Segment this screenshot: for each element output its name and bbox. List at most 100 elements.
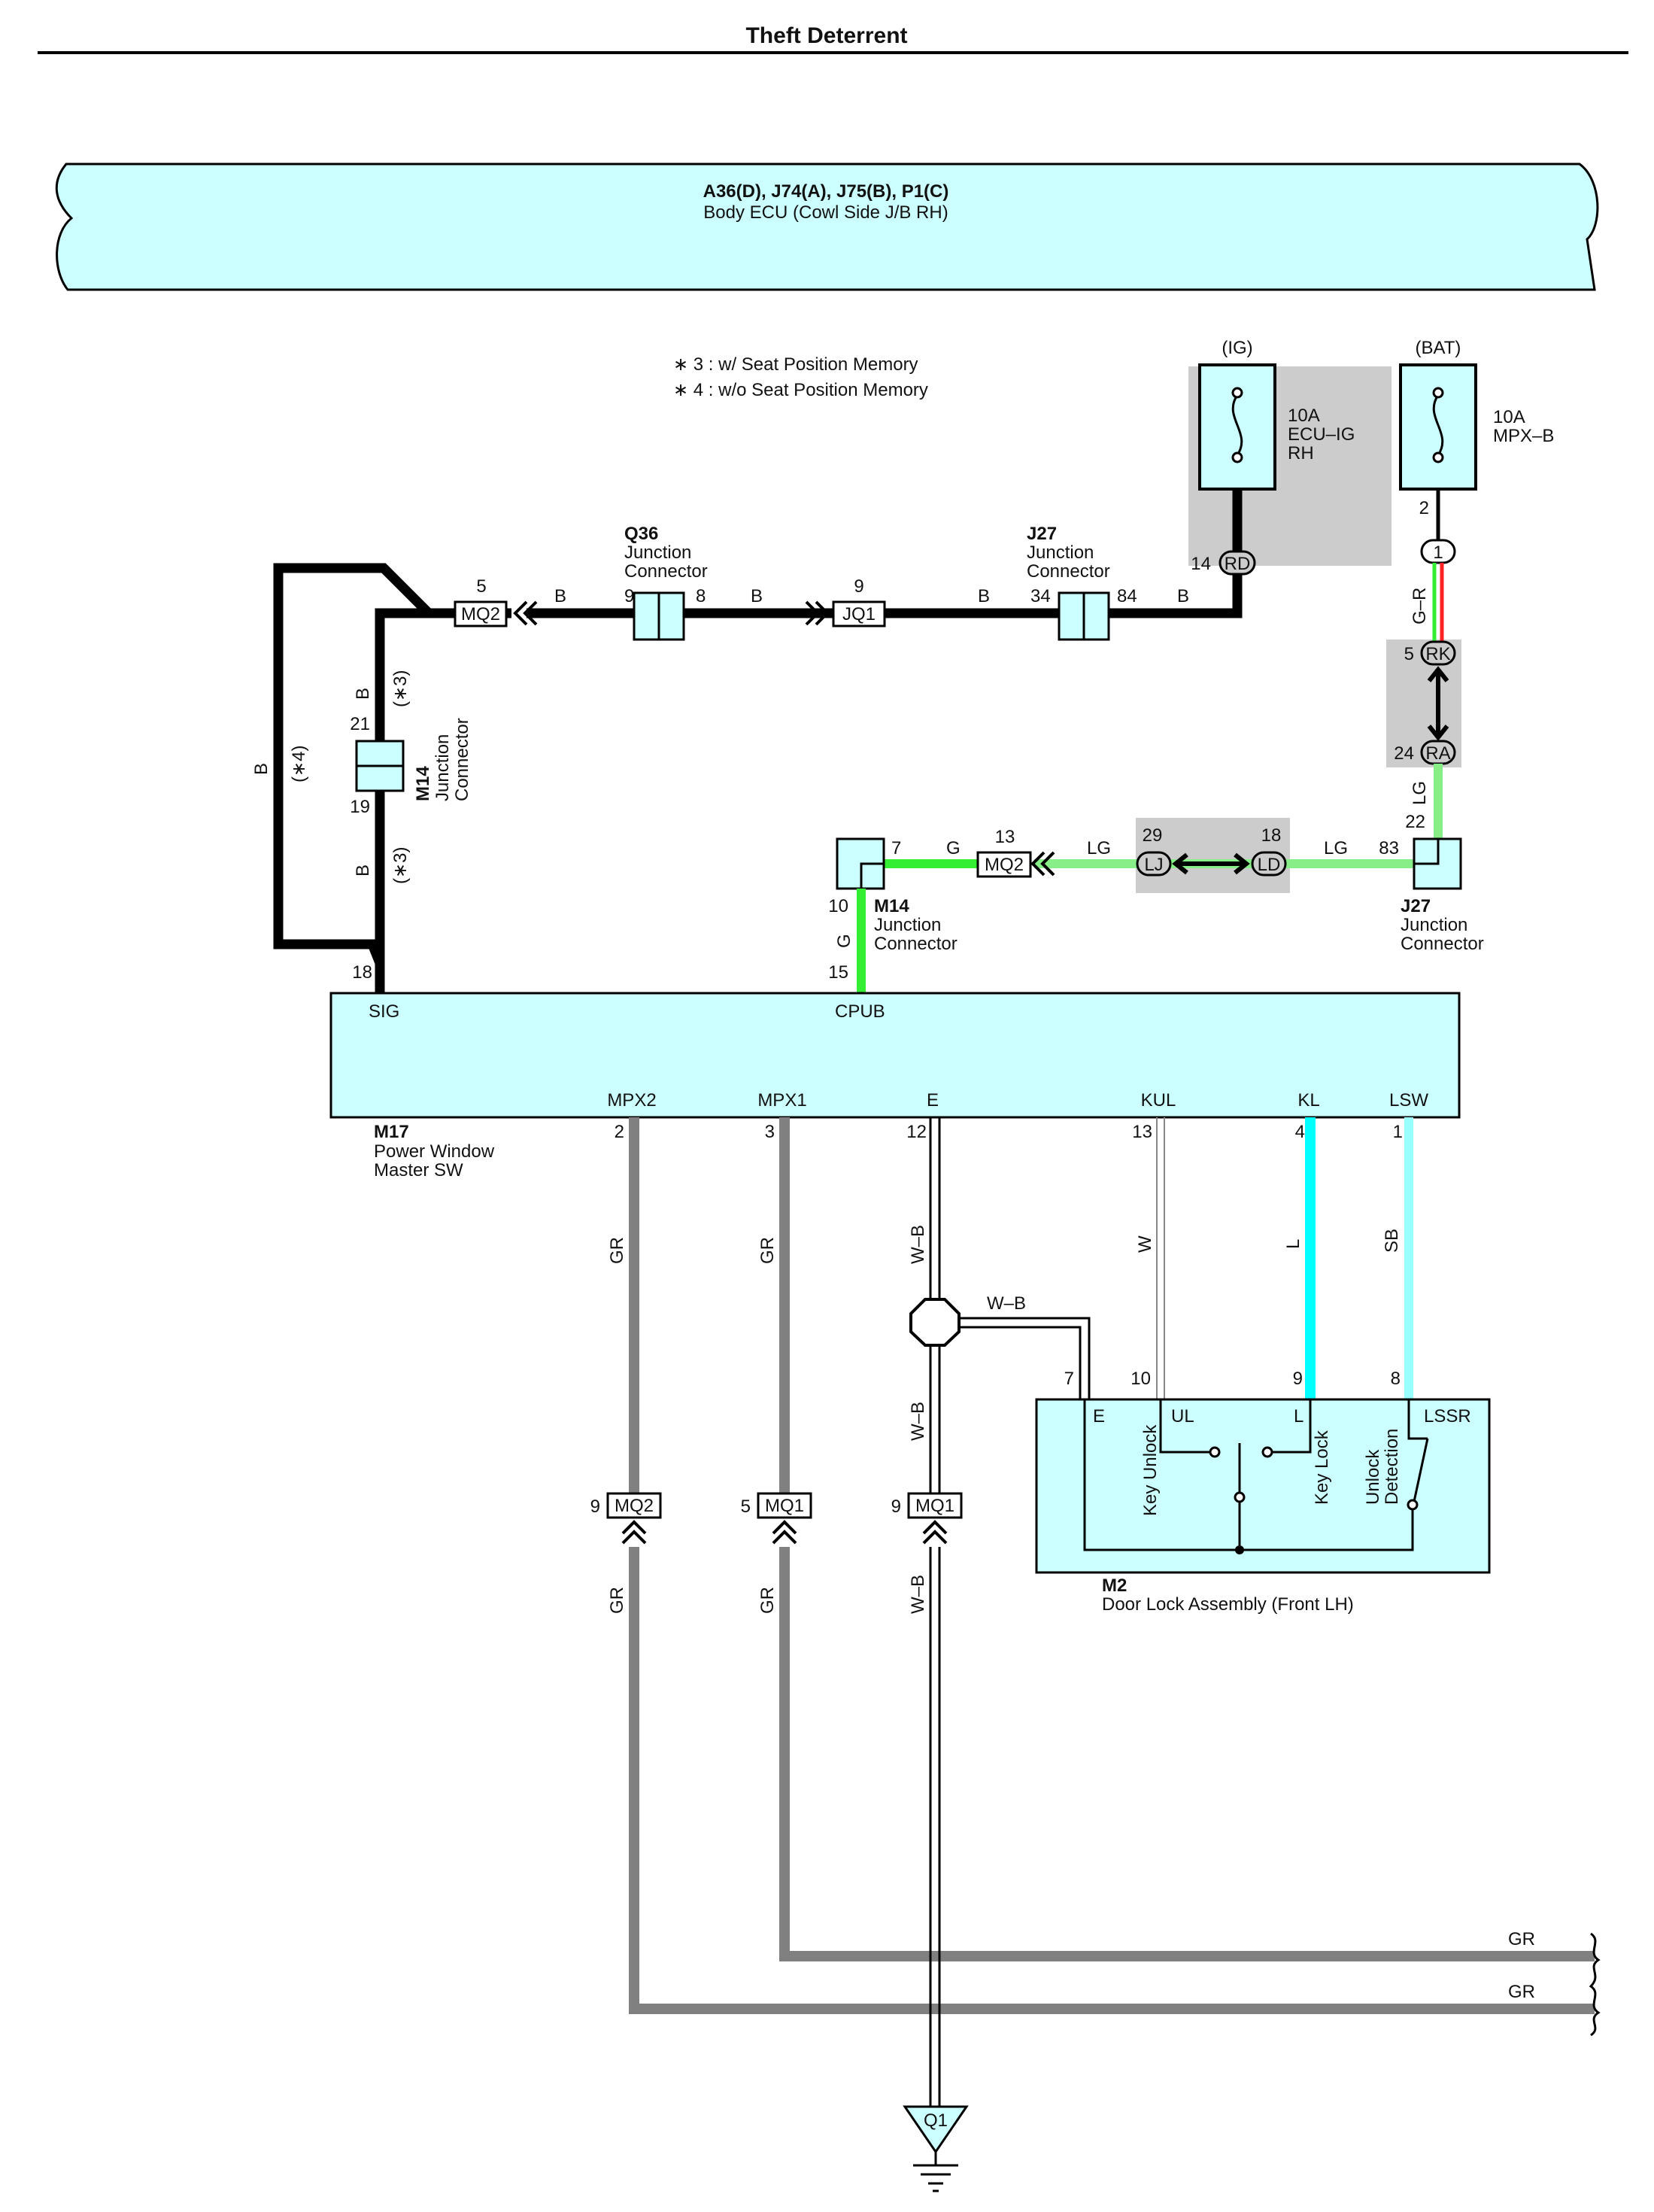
ground-q1-label: Q1	[924, 2110, 948, 2131]
m2-l-label: L	[1294, 1406, 1303, 1427]
j27-mid-pin-top: 22	[1405, 812, 1425, 832]
wire-l-label: L	[1283, 1239, 1303, 1249]
wire-gr-out-1: GR	[1508, 1929, 1535, 1949]
m14-left-id: M14	[413, 766, 433, 801]
fuse-ig-amp: 10A	[1288, 406, 1320, 426]
fuse-ig-icon	[1231, 394, 1243, 456]
wire-gr-mpx2-label: GR	[607, 1237, 627, 1264]
conn-jq1-label: JQ1	[842, 604, 876, 624]
chevron-right-icon	[805, 600, 830, 626]
m2-lssr-pin: 8	[1391, 1369, 1401, 1389]
q36-pin-in: 9	[624, 586, 634, 606]
m17-mpx1-label: MPX1	[757, 1090, 806, 1111]
wire-gr-group	[629, 1117, 1595, 2014]
conn-rd-label: RD	[1225, 554, 1251, 574]
m17-mpx2-label: MPX2	[607, 1090, 656, 1111]
m2-l-pin: 9	[1293, 1369, 1303, 1389]
wire-g-label: G	[946, 838, 961, 858]
fuse-bat-pin: 2	[1419, 498, 1429, 518]
wire-b-outer: B	[251, 763, 272, 775]
m2-detection-label: Detection	[1382, 1429, 1402, 1505]
fuse-ig-name2: RH	[1288, 443, 1314, 463]
m17-lsw-label: LSW	[1389, 1090, 1428, 1111]
jq1-pin: 9	[854, 576, 863, 597]
m17-cpub-pin: 15	[828, 962, 848, 983]
m2-key-lock-label: Key Lock	[1312, 1430, 1332, 1505]
mq2-mid-pin: 13	[995, 827, 1015, 847]
wire-b-label-4: B	[1177, 586, 1189, 606]
fuse-ig-name1: ECU–IG	[1288, 424, 1355, 445]
m17-kl-label: KL	[1297, 1090, 1319, 1111]
m14-left-l2: Connector	[452, 718, 472, 801]
conn-ld-label: LD	[1258, 855, 1281, 875]
conn-jq1	[832, 600, 886, 627]
m17-kl-pin: 4	[1295, 1122, 1305, 1142]
double-arrow-h-icon	[1172, 852, 1250, 875]
m17-e-pin: 12	[906, 1122, 927, 1142]
body-ecu-name: Body ECU (Cowl Side J/B RH)	[703, 202, 948, 223]
m2-id: M2	[1102, 1575, 1127, 1596]
conn-ld-pin: 18	[1261, 825, 1282, 846]
m14-left-pin-bot: 19	[350, 797, 370, 817]
wire-break-icon	[1589, 1932, 1601, 2037]
m2-ul-pin: 10	[1130, 1369, 1151, 1389]
body-ecu-connectors: A36(D), J74(A), J75(B), P1(C)	[703, 181, 949, 202]
mark3-top: (∗3)	[390, 670, 411, 707]
m2-unlock-label: Unlock	[1363, 1449, 1383, 1505]
m17-sig-label: SIG	[369, 1001, 399, 1022]
fuse-bat-source: (BAT)	[1416, 338, 1461, 358]
conn-lower-mq2	[606, 1492, 662, 1519]
m17-l1: Power Window	[374, 1141, 495, 1162]
m17-l2: Master SW	[374, 1160, 463, 1180]
wire-wb-mid-label: W–B	[908, 1402, 928, 1441]
m14-mid-pin-in: 7	[891, 838, 901, 858]
m2-ul-label: UL	[1171, 1406, 1194, 1427]
fuse-ig-source: (IG)	[1222, 338, 1252, 358]
m17-cpub-label: CPUB	[835, 1001, 885, 1022]
j27-top-l2: Connector	[1027, 561, 1110, 582]
wire-gr-mpx1-label: GR	[757, 1237, 778, 1264]
fuse-ig-box	[1198, 363, 1276, 491]
conn-rk-pin: 5	[1404, 644, 1414, 664]
m14-left-pin-top: 21	[350, 714, 370, 734]
m14-left-l1: Junction	[432, 734, 453, 801]
q36-id: Q36	[624, 524, 658, 544]
mq2-top-pin: 5	[476, 576, 486, 597]
conn-ra-label: RA	[1425, 743, 1450, 764]
m2-name: Door Lock Assembly (Front LH)	[1102, 1594, 1354, 1615]
conn-rd	[1218, 550, 1256, 576]
m2-key-unlock-label: Key Unlock	[1140, 1424, 1161, 1516]
j27-top-l1: Junction	[1027, 542, 1094, 563]
body-ecu-banner	[55, 163, 1599, 291]
wire-b-m14-bot: B	[353, 864, 373, 877]
wire-wb-low-label: W–B	[908, 1575, 928, 1614]
wire-w-label: W	[1135, 1235, 1155, 1253]
conn-lower-mq1b-label: MQ1	[915, 1496, 954, 1516]
q36-l2: Connector	[624, 561, 708, 582]
chevron-left-icon	[1030, 851, 1055, 877]
j27-mid-l2: Connector	[1401, 934, 1484, 954]
j27-top-id: J27	[1027, 524, 1057, 544]
ground-icon	[913, 2152, 958, 2192]
chevron-up-icon	[922, 1520, 948, 1545]
m14-mid-l1: Junction	[874, 915, 941, 935]
wire-gr-lower-1: GR	[607, 1587, 627, 1614]
conn-rk-label: RK	[1425, 644, 1450, 664]
wire-b-label-2: B	[751, 586, 763, 606]
lower-mq1b-pin: 9	[891, 1496, 901, 1517]
m17-id: M17	[374, 1122, 409, 1142]
j27-mid-pin-left: 83	[1379, 838, 1399, 858]
lower-mq1a-pin: 5	[741, 1496, 751, 1517]
conn-lower-mq2-label: MQ2	[615, 1496, 654, 1516]
splice-point	[909, 1298, 961, 1347]
m17-kul-label: KUL	[1141, 1090, 1176, 1111]
j27-mid-id: J27	[1401, 896, 1431, 916]
wire-b-label-3: B	[978, 586, 990, 606]
chevron-up-icon	[621, 1520, 647, 1545]
lower-mq2-pin: 9	[590, 1496, 600, 1517]
wire-lg-label-1: LG	[1087, 838, 1111, 858]
conn-mq2-mid	[976, 851, 1032, 878]
j27-top-pin-in: 34	[1030, 586, 1051, 606]
wire-wb-branch-label: W–B	[987, 1293, 1026, 1314]
